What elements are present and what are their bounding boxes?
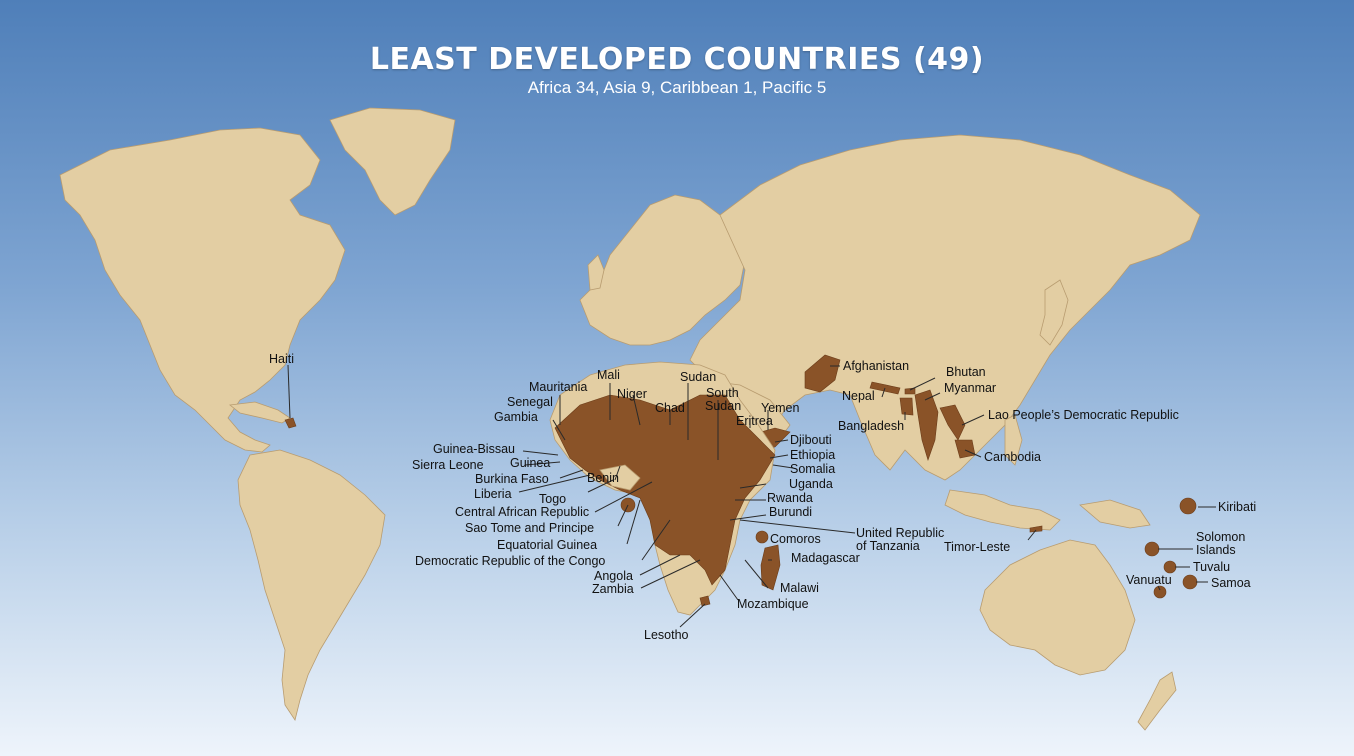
- label-madagascar: Madagascar: [791, 551, 860, 565]
- label-south-sudan-line1: South: [706, 386, 739, 400]
- philippines-landmass: [1004, 414, 1023, 466]
- label-djibouti: Djibouti: [790, 433, 832, 447]
- label-yemen: Yemen: [761, 401, 800, 415]
- label-tanzania-line1: United Republic: [856, 526, 945, 540]
- label-rwanda: Rwanda: [767, 491, 813, 505]
- myanmar-shape: [914, 389, 939, 461]
- label-senegal: Senegal: [507, 395, 553, 409]
- label-benin: Benin: [587, 471, 619, 485]
- label-sao-tome-principe: Sao Tome and Principe: [465, 521, 595, 535]
- label-guinea-bissau: Guinea-Bissau: [433, 442, 515, 456]
- greenland-landmass: [329, 107, 456, 216]
- label-guinea: Guinea: [510, 456, 551, 470]
- samoa-marker: [1182, 574, 1198, 590]
- label-ethiopia: Ethiopia: [790, 448, 836, 462]
- label-equatorial-guinea: Equatorial Guinea: [497, 538, 598, 552]
- label-gambia: Gambia: [494, 410, 538, 424]
- bangladesh-shape: [899, 397, 914, 416]
- label-mozambique: Mozambique: [737, 597, 809, 611]
- maritime-asia-landmass: [944, 489, 1061, 531]
- tuvalu-marker: [1163, 560, 1177, 574]
- timor-leste-shape: [1029, 525, 1043, 533]
- north-america-landmass: [59, 127, 346, 453]
- label-niger: Niger: [617, 387, 647, 401]
- caribbean-landmass: [229, 401, 291, 424]
- label-liberia: Liberia: [474, 487, 512, 501]
- uk-landmass: [587, 254, 605, 291]
- afghanistan-shape: [804, 354, 841, 393]
- leader-lines: [287, 364, 1216, 628]
- label-solomon-line2: Islands: [1196, 543, 1236, 557]
- label-timor-leste: Timor-Leste: [944, 540, 1011, 554]
- label-mali: Mali: [597, 368, 620, 382]
- label-solomon-line1: Solomon: [1196, 530, 1246, 544]
- label-kiribati: Kiribati: [1218, 500, 1257, 514]
- bhutan-shape: [904, 387, 916, 395]
- lao-shape: [939, 404, 966, 441]
- label-chad: Chad: [655, 401, 685, 415]
- cambodia-shape: [954, 439, 976, 459]
- label-mauritania: Mauritania: [529, 380, 588, 394]
- label-burkina-faso: Burkina Faso: [475, 472, 549, 486]
- label-afghanistan: Afghanistan: [843, 359, 910, 373]
- label-burundi: Burundi: [769, 505, 813, 519]
- label-eritrea: Eritrea: [736, 414, 773, 428]
- new-zealand-landmass: [1137, 671, 1177, 731]
- west-africa-coast: [599, 464, 641, 491]
- label-bhutan: Bhutan: [946, 365, 986, 379]
- label-comoros: Comoros: [770, 532, 821, 546]
- label-nepal: Nepal: [842, 389, 875, 403]
- japan-landmass: [1039, 279, 1069, 346]
- vanuatu-marker: [1153, 585, 1167, 599]
- label-central-african-republic: Central African Republic: [455, 505, 590, 519]
- label-sierra-leone: Sierra Leone: [412, 458, 484, 472]
- map-title: LEAST DEVELOPED COUNTRIES (49): [369, 42, 985, 77]
- label-lesotho: Lesotho: [644, 628, 689, 642]
- label-tanzania-line2: of Tanzania: [856, 539, 920, 553]
- solomon-islands-marker: [1144, 541, 1160, 557]
- madagascar-shape: [760, 544, 781, 591]
- label-bangladesh: Bangladesh: [838, 419, 905, 433]
- australia-landmass: [979, 539, 1136, 676]
- label-lao: Lao People’s Democratic Republic: [988, 408, 1179, 422]
- haiti-shape: [284, 417, 297, 429]
- lesotho-shape: [699, 595, 711, 607]
- label-vanuatu: Vanuatu: [1126, 573, 1172, 587]
- label-sudan: Sudan: [680, 370, 717, 384]
- label-malawi: Malawi: [780, 581, 819, 595]
- africa-ldc-sahel: [554, 394, 776, 586]
- south-america-landmass: [237, 449, 386, 721]
- map-subtitle: Africa 34, Asia 9, Caribbean 1, Pacific …: [527, 78, 827, 97]
- europe-landmass: [579, 194, 746, 346]
- label-cambodia: Cambodia: [984, 450, 1041, 464]
- comoros-marker: [755, 530, 769, 544]
- label-togo: Togo: [539, 492, 567, 506]
- label-zambia: Zambia: [592, 582, 634, 596]
- label-myanmar: Myanmar: [944, 381, 997, 395]
- label-haiti: Haiti: [269, 352, 295, 366]
- label-somalia: Somalia: [790, 462, 836, 476]
- new-guinea-landmass: [1079, 499, 1151, 529]
- label-uganda: Uganda: [789, 477, 833, 491]
- label-angola: Angola: [594, 569, 633, 583]
- label-tuvalu: Tuvalu: [1193, 560, 1231, 574]
- label-samoa: Samoa: [1211, 576, 1251, 590]
- kiribati-marker: [1179, 497, 1197, 515]
- label-south-sudan-line2: Sudan: [705, 399, 742, 413]
- label-drc: Democratic Republic of the Congo: [415, 554, 606, 568]
